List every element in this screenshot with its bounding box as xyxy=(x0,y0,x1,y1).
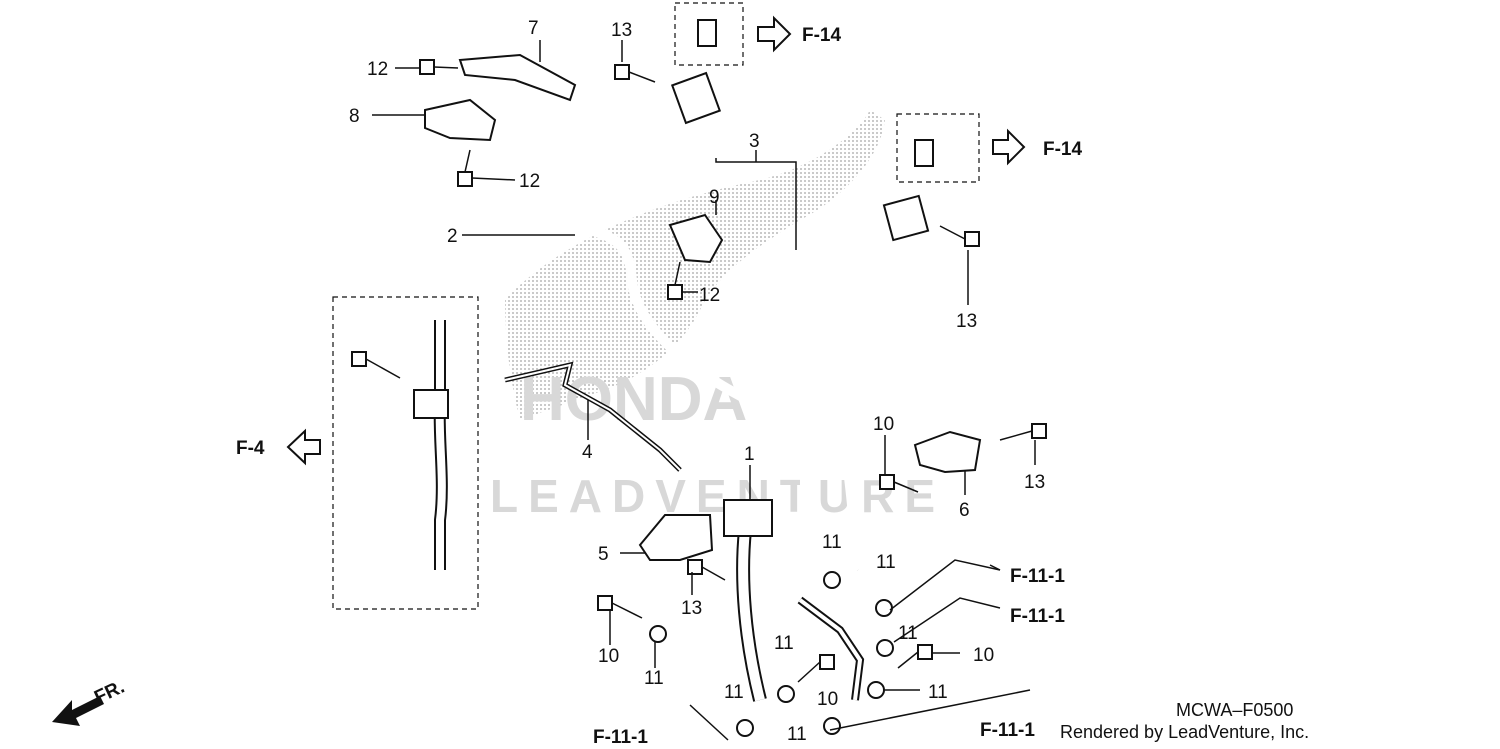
callout-10-b: 10 xyxy=(598,646,619,667)
leader-lines xyxy=(372,40,1036,741)
callout-13-d: 13 xyxy=(681,598,702,619)
bolt-13-right xyxy=(939,225,980,247)
bolt-12-mid xyxy=(457,149,473,187)
callout-11-b: 11 xyxy=(876,552,896,573)
ref-f11-1-a: F-11-1 xyxy=(1010,566,1065,587)
bolt-10-left xyxy=(597,595,643,619)
callout-11-f: 11 xyxy=(928,682,948,703)
callout-11-d: 11 xyxy=(898,623,918,644)
joint-block-right xyxy=(882,194,930,242)
bracket-5 xyxy=(638,514,714,561)
connector-top xyxy=(697,19,717,47)
callout-11-g: 11 xyxy=(724,682,744,703)
bolt-13-low xyxy=(687,559,726,581)
callout-7: 7 xyxy=(528,18,539,39)
ref-f14-top: F-14 xyxy=(802,25,842,46)
callout-12-c: 12 xyxy=(699,285,720,306)
washer-11-d xyxy=(876,639,894,657)
bolt-10-mid xyxy=(797,654,835,683)
callout-6: 6 xyxy=(959,500,970,521)
brake-pipe-4-inner xyxy=(504,363,681,471)
dashed-box-f14-top xyxy=(674,2,744,66)
callout-10-d: 10 xyxy=(817,689,838,710)
bolt-12-right xyxy=(667,261,683,300)
brake-hose-2-inner xyxy=(557,90,810,560)
f4-hose-inner xyxy=(435,320,446,570)
arrow-f14-top xyxy=(757,15,792,53)
bolt-12-top xyxy=(419,59,459,75)
honda-wing-watermark xyxy=(505,110,885,420)
clamp-8 xyxy=(424,98,497,142)
callout-13-b: 13 xyxy=(956,311,977,332)
callout-4: 4 xyxy=(582,442,593,463)
callout-11-e: 11 xyxy=(774,633,794,654)
callout-11-h: 11 xyxy=(787,724,807,745)
diagram-code: MCWA–F0500 xyxy=(1176,700,1293,720)
dashed-box-f4 xyxy=(332,296,479,610)
clamp-9 xyxy=(668,213,724,264)
ref-f11-1-b: F-11-1 xyxy=(1010,606,1065,627)
washer-11-a xyxy=(823,571,841,589)
callout-13-c: 13 xyxy=(1024,472,1045,493)
washer-11-c xyxy=(649,625,667,643)
callout-11-c: 11 xyxy=(644,668,664,689)
brake-hose-3-inner xyxy=(739,217,891,571)
arrow-f14-right xyxy=(992,128,1026,166)
ref-f14-right: F-14 xyxy=(1043,139,1083,160)
brake-hose-1-inner xyxy=(738,529,765,702)
f4-block xyxy=(413,389,449,419)
fr-direction-arrow xyxy=(52,696,104,726)
callout-3: 3 xyxy=(749,131,760,152)
watermark-company: LEADVENTURE xyxy=(490,470,945,522)
bracket-7 xyxy=(458,53,577,102)
lower-pipe-inner xyxy=(798,598,863,701)
callout-10-a: 10 xyxy=(873,414,894,435)
washer-11-b xyxy=(875,599,893,617)
callout-2: 2 xyxy=(447,226,458,247)
arrow-f4 xyxy=(286,428,321,466)
bolt-10-lowright xyxy=(897,644,933,669)
washer-11-h xyxy=(823,717,841,735)
bolt-13-top xyxy=(614,64,656,83)
callout-5: 5 xyxy=(598,544,609,565)
joint-block-top xyxy=(670,71,722,125)
callout-9: 9 xyxy=(709,187,720,208)
callout-8: 8 xyxy=(349,106,360,127)
callout-10-c: 10 xyxy=(973,645,994,666)
washer-11-f xyxy=(867,681,885,699)
connector-right xyxy=(914,139,934,167)
washer-11-e xyxy=(777,685,795,703)
clamp-6 xyxy=(913,430,982,474)
dashed-box-f14-right xyxy=(896,113,980,183)
bolt-13-far-right xyxy=(999,423,1047,441)
ref-f11-1-c: F-11-1 xyxy=(593,727,648,748)
credit-text: Rendered by LeadVenture, Inc. xyxy=(1060,722,1309,742)
callout-1: 1 xyxy=(744,444,755,465)
washer-11-g xyxy=(736,719,754,737)
bolt-f4 xyxy=(351,351,401,379)
ref-f11-1-d: F-11-1 xyxy=(980,720,1035,741)
joint-block-1 xyxy=(723,499,773,537)
bolt-10-right xyxy=(879,474,919,493)
callout-13-a: 13 xyxy=(611,20,632,41)
callout-12-b: 12 xyxy=(519,171,540,192)
callout-12-a: 12 xyxy=(367,59,388,80)
ref-f4: F-4 xyxy=(236,438,265,459)
callout-11-a: 11 xyxy=(822,532,842,553)
